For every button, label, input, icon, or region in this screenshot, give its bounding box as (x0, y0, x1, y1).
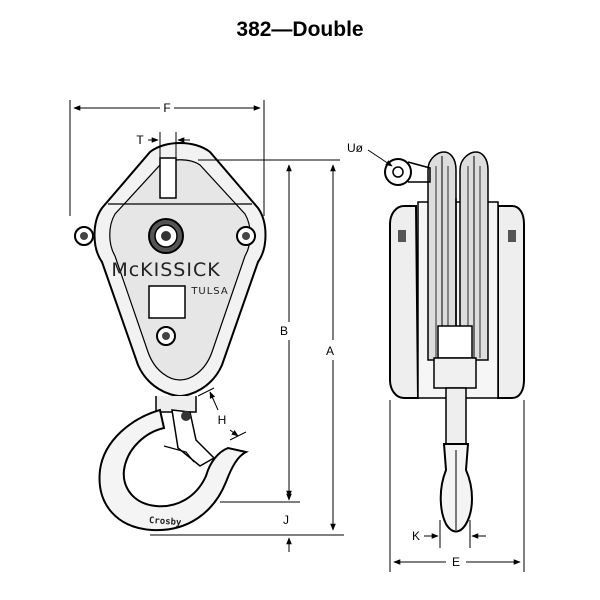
diagram-title: 382—Double (236, 18, 364, 41)
front-dimension-lines (69, 100, 344, 552)
hook-latch (171, 409, 216, 467)
side-dimension-lines (367, 149, 525, 572)
dim-label-u: Uø (347, 141, 364, 155)
brand-name: McKISSICK (111, 259, 220, 281)
side-plate-left (389, 205, 420, 399)
sheave-right (459, 151, 489, 361)
dim-label-h: H (218, 413, 227, 427)
dim-label-f: F (163, 101, 170, 115)
sheave-left (427, 151, 457, 361)
hook (98, 408, 249, 532)
dim-label-e: E (452, 555, 460, 569)
corner-bolt-right-icon (236, 226, 256, 246)
dim-label-a: A (326, 344, 334, 358)
side-view (384, 151, 525, 533)
brand-city: TULSA (190, 286, 228, 297)
dim-label-b: B (280, 324, 288, 338)
dim-label-t: T (136, 133, 144, 147)
corner-bolt-left-icon (74, 226, 94, 246)
dim-label-j: J (283, 513, 289, 527)
hook-stamp: Crosby (149, 516, 183, 528)
lower-bolt-icon (156, 326, 176, 346)
front-view (74, 142, 267, 532)
side-plate-right (497, 205, 525, 399)
nameplate (148, 285, 186, 319)
dim-label-k: K (412, 529, 420, 543)
shackle-eye-icon (384, 158, 431, 186)
center-pin-icon (148, 218, 184, 254)
